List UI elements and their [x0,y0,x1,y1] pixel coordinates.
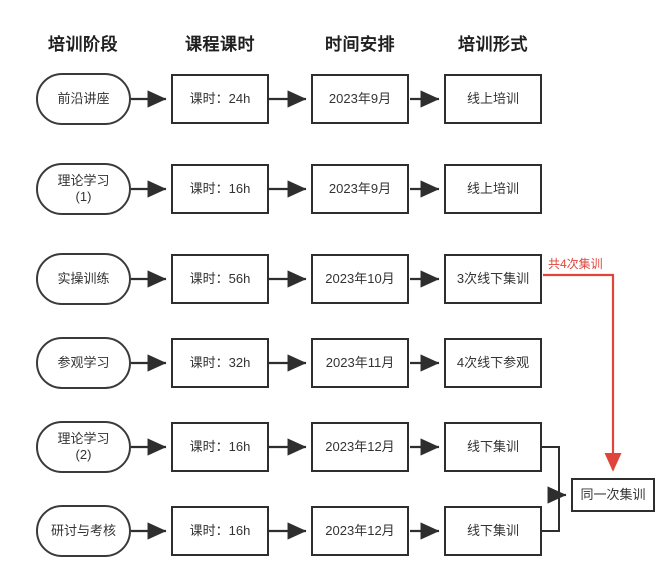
format-node[interactable]: 线下集训 [444,506,542,556]
format-node[interactable]: 4次线下参观 [444,338,542,388]
schedule-node[interactable]: 2023年9月 [311,74,409,124]
schedule-node[interactable]: 2023年10月 [311,254,409,304]
stage-node[interactable]: 理论学习 (1) [36,163,131,215]
hours-node[interactable]: 课时：32h [171,338,269,388]
stage-node[interactable]: 实操训练 [36,253,131,305]
hours-node[interactable]: 课时：16h [171,506,269,556]
schedule-node[interactable]: 2023年11月 [311,338,409,388]
stage-node[interactable]: 前沿讲座 [36,73,131,125]
format-node[interactable]: 线下集训 [444,422,542,472]
merge-node[interactable]: 同一次集训 [571,478,655,512]
stage-node[interactable]: 参观学习 [36,337,131,389]
format-node[interactable]: 3次线下集训 [444,254,542,304]
stage-node[interactable]: 研讨与考核 [36,505,131,557]
hours-node[interactable]: 课时：56h [171,254,269,304]
column-header-schedule: 时间安排 [325,35,395,54]
annotation-label: 共4次集训 [548,257,603,271]
schedule-node[interactable]: 2023年12月 [311,422,409,472]
schedule-node[interactable]: 2023年9月 [311,164,409,214]
format-node[interactable]: 线上培训 [444,74,542,124]
column-header-hours: 课程课时 [185,35,255,54]
format-node[interactable]: 线上培训 [444,164,542,214]
hours-node[interactable]: 课时：24h [171,74,269,124]
column-header-format: 培训形式 [458,35,528,54]
hours-node[interactable]: 课时：16h [171,164,269,214]
column-header-stage: 培训阶段 [48,35,118,54]
schedule-node[interactable]: 2023年12月 [311,506,409,556]
stage-node[interactable]: 理论学习 (2) [36,421,131,473]
hours-node[interactable]: 课时：16h [171,422,269,472]
